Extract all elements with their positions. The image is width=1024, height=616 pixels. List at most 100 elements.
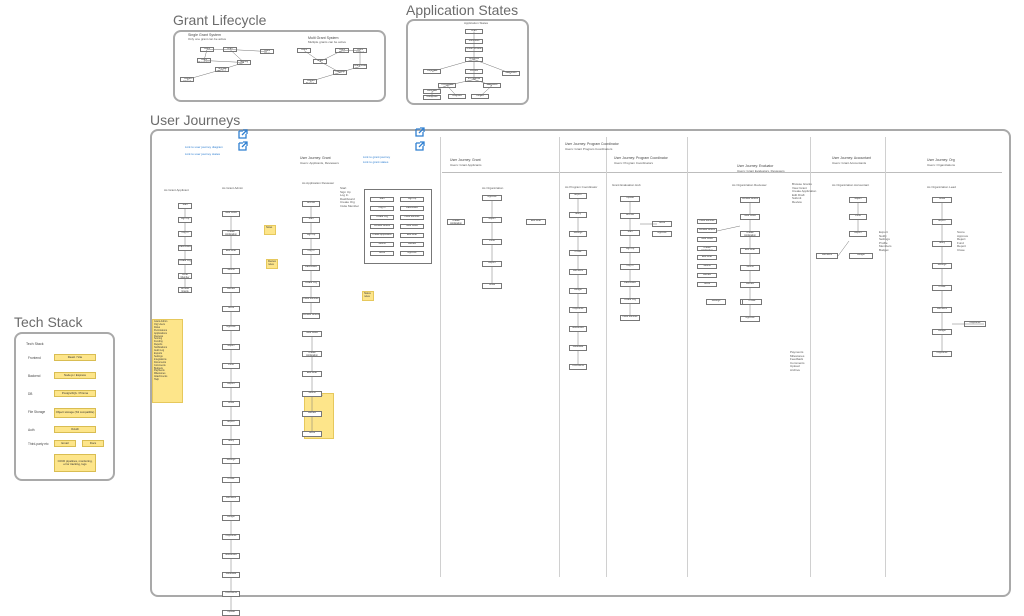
journey-step[interactable]: Payments [222, 534, 240, 540]
journey-step[interactable]: Edit Draft [526, 219, 546, 225]
mockup-field[interactable]: Sign Up [400, 197, 424, 202]
journey-step[interactable]: Reject [849, 197, 867, 203]
journey-step[interactable]: Payments [569, 307, 587, 313]
multi-grant-node[interactable]: Grant Final [353, 64, 367, 69]
single-grant-node[interactable]: Grant [200, 47, 214, 52]
journey-step[interactable]: Fund [482, 239, 502, 245]
single-grant-node[interactable]: Scoring [237, 60, 251, 65]
journey-step[interactable]: Approve [740, 316, 760, 322]
journey-step[interactable]: Budget [569, 288, 587, 294]
journey-step[interactable]: Browse Grants [302, 313, 320, 319]
journey-step[interactable]: Fund [222, 363, 240, 369]
mockup-field[interactable]: Browse Grants [370, 224, 394, 229]
journey-step[interactable]: Start [178, 203, 192, 209]
application-state-node[interactable]: Rejected [423, 69, 441, 74]
application-state-node[interactable]: Closed [471, 94, 489, 99]
journey-step[interactable]: Invite Member [620, 315, 640, 321]
mockup-field[interactable]: Review [400, 242, 424, 247]
journey-step[interactable]: Members [932, 307, 952, 313]
journey-step[interactable]: Start [302, 217, 320, 223]
mockup-field[interactable]: Score [370, 251, 394, 256]
multi-grant-node[interactable]: Funding [333, 70, 347, 75]
journey-step[interactable]: Profile [569, 250, 587, 256]
journey-step[interactable]: Dashboard [178, 245, 192, 251]
journey-step[interactable]: View Grant [697, 237, 717, 242]
journey-step[interactable]: Budget [932, 329, 952, 335]
external-link-icon[interactable] [237, 140, 249, 152]
mockup-field[interactable]: Start [370, 197, 394, 202]
journey-step[interactable]: Approve [482, 195, 502, 201]
journey-step[interactable]: Reject [482, 217, 502, 223]
journey-step[interactable]: Close [932, 197, 952, 203]
mockup-field[interactable]: View Grant [400, 224, 424, 229]
application-state-node[interactable]: Archived [448, 94, 466, 99]
journey-step[interactable]: Budget [222, 515, 240, 521]
journey-step[interactable]: View Grant [740, 214, 760, 220]
application-state-node[interactable]: Cancelled [483, 83, 501, 88]
journey-step[interactable]: Export [569, 193, 587, 199]
journey-step[interactable]: Start [620, 230, 640, 236]
journey-step[interactable]: Close [482, 283, 502, 289]
journey-step[interactable]: Dashboard [620, 281, 640, 287]
journey-step[interactable]: Settings [569, 231, 587, 237]
mockup-field[interactable]: Create Org [370, 215, 394, 220]
journey-step[interactable]: Notify [222, 439, 240, 445]
single-grant-node[interactable]: Grant Open [260, 49, 274, 54]
journey-step[interactable]: Fund [849, 214, 867, 220]
journey-step[interactable]: Invite Member [178, 273, 192, 279]
journey-step[interactable]: Log In [178, 231, 192, 237]
journey-step[interactable]: Create Application [447, 219, 465, 225]
application-state-node[interactable]: Approved [465, 57, 483, 62]
journey-step[interactable]: Sign Up [302, 233, 320, 239]
single-grant-node[interactable]: Scoring Review [215, 67, 229, 72]
journey-step[interactable]: Create Org [302, 281, 320, 287]
multi-grant-node[interactable]: Grant Reopen [303, 79, 317, 84]
mockup-field[interactable]: Submit [370, 242, 394, 247]
journey-step[interactable]: Log In [620, 264, 640, 270]
journey-step[interactable]: Log In [302, 249, 320, 255]
journey-step[interactable]: View Grant [222, 211, 240, 217]
mockup-field[interactable]: Invite Member [400, 215, 424, 220]
single-grant-node[interactable]: Grant Closed [180, 77, 194, 82]
application-state-node[interactable]: Disbursed [423, 95, 441, 100]
journey-step[interactable]: Score [697, 282, 717, 287]
journey-step[interactable]: Submit [222, 268, 240, 274]
journey-step[interactable]: Score [302, 431, 322, 437]
journey-step[interactable]: Sign Up [620, 247, 640, 253]
journey-step[interactable]: Comments [569, 364, 587, 370]
journey-step[interactable]: Profile [222, 477, 240, 483]
journey-step[interactable]: Export [932, 219, 952, 225]
journey-step[interactable]: Notify [932, 241, 952, 247]
journey-step[interactable]: Comments [222, 591, 240, 597]
journey-step[interactable]: Invite Member [302, 297, 320, 303]
journey-step[interactable]: Archive [302, 201, 320, 207]
journey-step[interactable]: Reject [222, 344, 240, 350]
journey-step[interactable]: Report [482, 261, 502, 267]
journey-step[interactable]: Export [222, 420, 240, 426]
journey-step[interactable]: Payments [932, 351, 952, 357]
journey-step[interactable]: Create Org [620, 298, 640, 304]
application-state-node[interactable]: Under Review [465, 47, 483, 52]
journey-step[interactable]: Create Application [740, 231, 760, 237]
multi-grant-node[interactable]: Grant Open [335, 48, 349, 53]
journey-step[interactable]: Feedback [222, 572, 240, 578]
journey-step[interactable]: Review [697, 273, 717, 278]
journey-step[interactable]: Edit Draft [740, 248, 760, 254]
application-state-node[interactable]: Completed [438, 83, 456, 88]
multi-grant-node[interactable]: Grant [297, 48, 311, 53]
application-state-node[interactable]: Returned [423, 89, 441, 94]
journey-step[interactable]: Browse Grants [178, 287, 192, 293]
journey-step[interactable]: Report [849, 231, 867, 237]
journey-step[interactable]: Approve [652, 231, 672, 237]
journey-step[interactable]: Archive [620, 213, 640, 219]
journey-step[interactable]: Members [816, 253, 838, 259]
mockup-field[interactable]: Create Application [370, 233, 394, 238]
journey-step[interactable]: Browse Grants [740, 197, 760, 203]
journey-step[interactable]: Report [222, 382, 240, 388]
journey-step[interactable]: Settings [932, 263, 952, 269]
journey-step[interactable]: Create Org [178, 259, 192, 265]
mockup-field[interactable]: Log In [370, 206, 394, 211]
